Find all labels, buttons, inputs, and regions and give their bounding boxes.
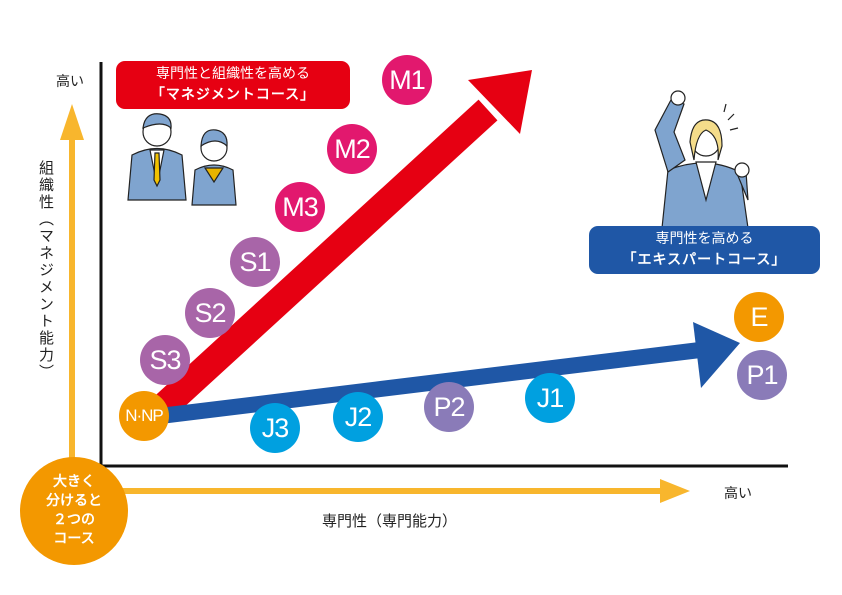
management-course-label: 専門性と組織性を高める 「マネジメントコース」 — [116, 61, 350, 109]
expert-course-label: 専門性を高める 「エキスパートコース」 — [589, 226, 820, 274]
x-arrow-head — [660, 479, 690, 503]
x-axis-high-label: 高い — [724, 486, 752, 502]
expert-course-subtitle: 専門性を高める — [655, 231, 754, 247]
grade-node-j1: J1 — [525, 373, 575, 423]
grade-node-m2: M2 — [327, 124, 377, 174]
managers-illustration — [127, 113, 237, 206]
grade-node-s1: S1 — [230, 237, 280, 287]
grade-node-n-np: N·NP — [119, 391, 169, 441]
expert-course-title: 「エキスパートコース」 — [622, 252, 787, 268]
management-course-title: 「マネジメントコース」 — [150, 87, 316, 103]
two-courses-circle: 大きく 分けると ２つの コース — [20, 457, 128, 565]
grade-node-p1: P1 — [737, 350, 787, 400]
grade-node-j3: J3 — [250, 403, 300, 453]
management-arrow-shaft — [148, 99, 498, 423]
management-course-subtitle: 専門性と組織性を高める — [156, 66, 310, 82]
grade-node-j2: J2 — [333, 392, 383, 442]
expert-arrow-head — [693, 322, 740, 388]
y-arrow-head — [60, 104, 84, 140]
y-axis-label: 組織性（マネジメント能力） — [37, 160, 55, 381]
expert-illustration — [654, 90, 750, 229]
management-arrow-head — [468, 70, 532, 134]
grade-node-m3: M3 — [275, 182, 325, 232]
grade-node-s2: S2 — [185, 288, 235, 338]
expert-arrow-shaft — [159, 342, 701, 424]
grade-node-s3: S3 — [140, 335, 190, 385]
grade-node-m1: M1 — [382, 55, 432, 105]
x-axis-label: 専門性（専門能力） — [322, 512, 458, 530]
grade-node-e: E — [734, 292, 784, 342]
grade-node-p2: P2 — [424, 382, 474, 432]
y-axis-high-label: 高い — [56, 74, 84, 90]
